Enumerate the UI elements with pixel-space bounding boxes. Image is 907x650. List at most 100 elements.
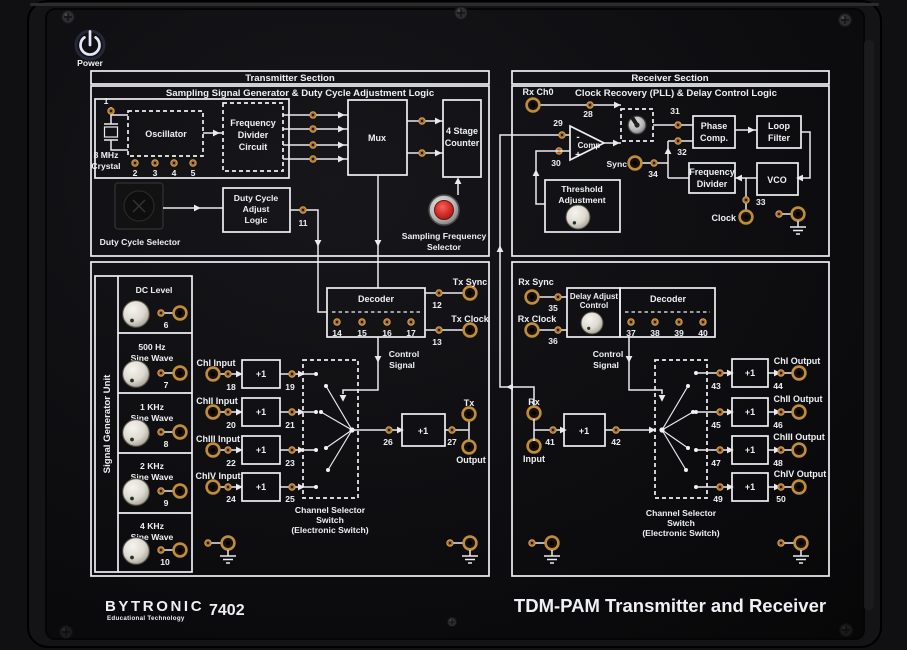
jack-tx-sync[interactable] xyxy=(462,285,478,301)
ground-pin[interactable] xyxy=(775,210,783,218)
tp-26[interactable] xyxy=(385,426,393,434)
rx-channel-selector-switch[interactable] xyxy=(654,359,708,499)
tp-35[interactable] xyxy=(554,293,562,301)
tp-38[interactable] xyxy=(651,318,659,326)
tp-21[interactable] xyxy=(288,408,296,416)
ground-pin[interactable] xyxy=(528,539,536,547)
tp-50[interactable] xyxy=(777,483,785,491)
sg-pin[interactable] xyxy=(157,369,165,377)
tp-40[interactable] xyxy=(699,318,707,326)
ground-pin[interactable] xyxy=(446,539,454,547)
tp-4[interactable] xyxy=(170,159,178,167)
jack-ch4-output[interactable] xyxy=(791,479,807,495)
tp-49[interactable] xyxy=(716,483,724,491)
tp-2[interactable] xyxy=(131,159,139,167)
dc-level-knob[interactable] xyxy=(121,299,151,329)
jack-ch4-input[interactable] xyxy=(205,479,221,495)
jack-2khz[interactable] xyxy=(172,483,188,499)
jack-4khz[interactable] xyxy=(172,542,188,558)
jack-tx-output-hi[interactable] xyxy=(461,406,477,422)
tp-19[interactable] xyxy=(288,370,296,378)
duty-cycle-selector-knob[interactable] xyxy=(114,182,164,230)
tp-14[interactable] xyxy=(333,318,341,326)
tp-15[interactable] xyxy=(358,318,366,326)
jack-rx-ch0[interactable] xyxy=(525,97,541,113)
tp-41[interactable] xyxy=(549,426,557,434)
tp-28[interactable] xyxy=(586,101,594,109)
test-pin[interactable] xyxy=(309,111,317,119)
tp-22[interactable] xyxy=(224,446,232,454)
tp-31[interactable] xyxy=(674,121,682,129)
test-pin[interactable] xyxy=(309,141,317,149)
sg-pin[interactable] xyxy=(157,428,165,436)
test-pin[interactable] xyxy=(309,125,317,133)
tp-27[interactable] xyxy=(448,426,456,434)
tp-44[interactable] xyxy=(777,369,785,377)
tp-36[interactable] xyxy=(554,326,562,334)
jack-rx-input-lo[interactable] xyxy=(526,438,542,454)
tp-17[interactable] xyxy=(407,318,415,326)
tp-46[interactable] xyxy=(777,408,785,416)
tx-channel-selector-switch[interactable] xyxy=(302,359,359,499)
tp-5[interactable] xyxy=(189,159,197,167)
tp-29[interactable] xyxy=(558,131,566,139)
tp-12[interactable] xyxy=(435,289,443,297)
tp-43[interactable] xyxy=(716,369,724,377)
tp-13[interactable] xyxy=(435,326,443,334)
jack-ch2-input[interactable] xyxy=(205,404,221,420)
sg-pin[interactable] xyxy=(157,309,165,317)
tp-39[interactable] xyxy=(675,318,683,326)
jack-ch2-output[interactable] xyxy=(791,404,807,420)
jack-rx-sync[interactable] xyxy=(524,289,540,305)
test-pin[interactable] xyxy=(309,155,317,163)
jack-ch3-output[interactable] xyxy=(791,442,807,458)
test-pin[interactable] xyxy=(418,117,426,125)
jack-ch1-output[interactable] xyxy=(791,365,807,381)
tp-45[interactable] xyxy=(716,408,724,416)
tp-3[interactable] xyxy=(151,159,159,167)
tp-34[interactable] xyxy=(650,159,658,167)
tp-20[interactable] xyxy=(224,408,232,416)
jack-ground[interactable] xyxy=(462,535,478,551)
jack-ground[interactable] xyxy=(793,535,809,551)
jack-ground[interactable] xyxy=(790,206,806,222)
jack-500hz[interactable] xyxy=(172,365,188,381)
sampling-frequency-button[interactable] xyxy=(428,177,462,226)
tp-32[interactable] xyxy=(674,137,682,145)
tp-18[interactable] xyxy=(224,370,232,378)
ground-pin[interactable] xyxy=(777,539,785,547)
sine-4khz-knob[interactable] xyxy=(121,536,151,566)
sg-pin[interactable] xyxy=(157,546,165,554)
tp-11[interactable] xyxy=(299,206,307,214)
tp-23[interactable] xyxy=(288,446,296,454)
tp-1[interactable] xyxy=(107,107,115,115)
jack-tx-output-lo[interactable] xyxy=(461,439,477,455)
jack-clock[interactable] xyxy=(738,209,754,225)
pll-source-toggle-switch[interactable] xyxy=(627,115,647,135)
tp-33[interactable] xyxy=(742,196,750,204)
ground-pin[interactable] xyxy=(204,539,212,547)
tp-48[interactable] xyxy=(777,446,785,454)
jack-ch3-input[interactable] xyxy=(205,442,221,458)
tp-25[interactable] xyxy=(288,483,296,491)
jack-1khz[interactable] xyxy=(172,424,188,440)
tp-24[interactable] xyxy=(224,483,232,491)
power-button[interactable]: Power xyxy=(74,29,106,68)
delay-adjust-knob[interactable] xyxy=(580,311,604,335)
jack-rx-clock[interactable] xyxy=(524,322,540,338)
test-pin[interactable] xyxy=(418,149,426,157)
tp-42[interactable] xyxy=(612,426,620,434)
tp-16[interactable] xyxy=(383,318,391,326)
sg-pin[interactable] xyxy=(157,487,165,495)
jack-dc-level[interactable] xyxy=(172,305,188,321)
jack-sync[interactable] xyxy=(627,155,643,171)
sine-1khz-knob[interactable] xyxy=(121,418,151,448)
sine-500hz-knob[interactable] xyxy=(121,359,151,389)
tp-37[interactable] xyxy=(627,318,635,326)
sine-2khz-knob[interactable] xyxy=(121,477,151,507)
threshold-knob[interactable] xyxy=(564,203,592,231)
tp-47[interactable] xyxy=(716,446,724,454)
jack-ground[interactable] xyxy=(220,535,236,551)
jack-ch1-input[interactable] xyxy=(205,366,221,382)
jack-tx-clock[interactable] xyxy=(462,322,478,338)
